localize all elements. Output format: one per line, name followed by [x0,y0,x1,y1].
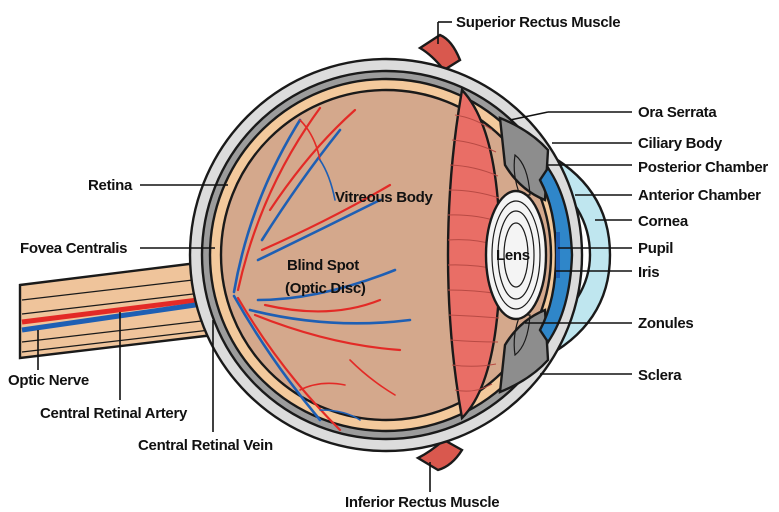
label-optic-disc: (Optic Disc) [285,280,366,297]
label-central-retinal-vein: Central Retinal Vein [138,437,273,454]
label-ora-serrata: Ora Serrata [638,104,717,121]
label-central-retinal-artery: Central Retinal Artery [40,405,188,422]
label-superior-rectus: Superior Rectus Muscle [456,14,620,31]
label-vitreous-body: Vitreous Body [335,189,433,206]
label-inferior-rectus: Inferior Rectus Muscle [345,494,499,511]
label-ciliary-body: Ciliary Body [638,135,723,152]
label-zonules: Zonules [638,315,693,332]
label-posterior-chamber: Posterior Chamber [638,159,768,176]
label-pupil: Pupil [638,240,673,257]
label-lens: Lens [496,247,530,264]
label-cornea: Cornea [638,213,689,230]
label-optic-nerve: Optic Nerve [8,372,89,389]
label-sclera: Sclera [638,367,682,384]
label-fovea-centralis: Fovea Centralis [20,240,127,257]
label-retina: Retina [88,177,133,194]
label-blind-spot: Blind Spot [287,257,359,274]
label-anterior-chamber: Anterior Chamber [638,187,761,204]
label-iris: Iris [638,264,659,281]
